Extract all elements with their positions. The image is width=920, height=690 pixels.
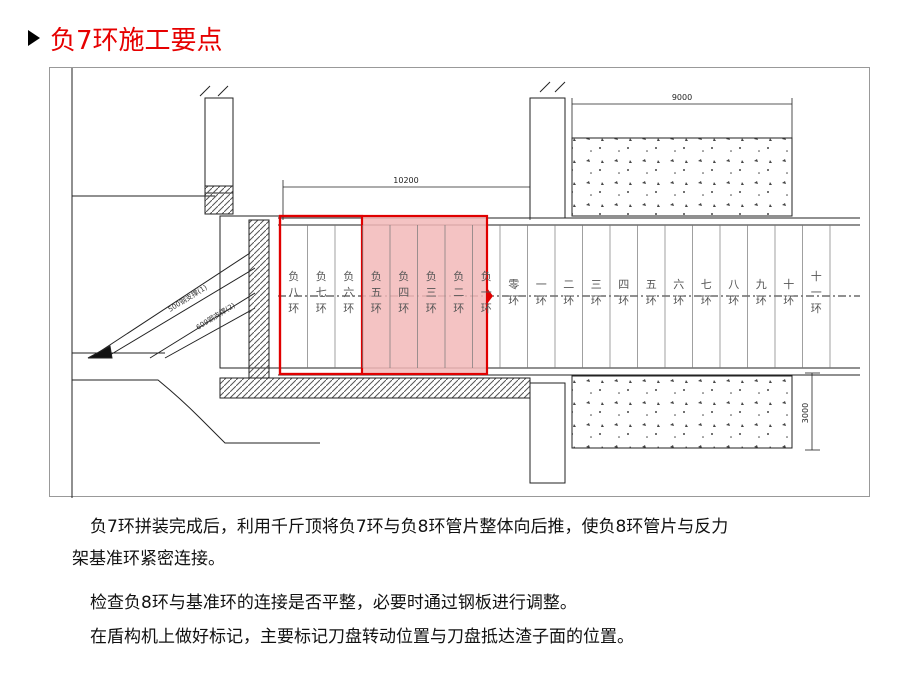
dimensions [282,98,820,451]
ring-label: 十一环 [811,269,822,315]
body-line-4: 在盾构机上做好标记，主要标记刀盘转动位置与刀盘抵达渣子面的位置。 [90,627,634,647]
ring-label: 九环 [756,278,767,307]
soil-top [571,137,793,217]
body-line-1: 负7环拼装完成后，利用千斤顶将负7环与负8环管片整体向后推，使负8环管片与反力 [90,517,729,537]
red-frame-inner [278,214,364,376]
push-arrow-icon [487,288,493,304]
ring-label: 六环 [673,278,684,307]
highlight-region [362,216,487,374]
ring-label: 负三环 [426,269,437,315]
base-slab [219,377,531,399]
page-title: 负7环施工要点 [28,18,223,58]
ring-segments: 负八环 负七环 负六环 负五环 负四环 负三环 负二环 负一环 零环一环二环三环四环五环六环七环… [288,225,831,368]
bullet-arrow-icon [28,30,40,46]
reaction-frame [87,215,281,369]
body-line-2: 架基准环紧密连接。 [72,549,225,569]
construction-diagram: 500钢支撑(1) 609钢支撑(2) 9000 10200 3000 [49,67,870,498]
ring-label: 负一环 [481,269,492,315]
title-text: 负7环施工要点 [50,25,223,56]
soil-bottom [571,375,793,449]
ring-label: 负四环 [398,269,409,315]
ring-label: 负五环 [371,269,382,315]
left-structure [71,68,566,498]
reaction-wall [248,219,270,379]
ring-label: 一环 [536,278,547,307]
dim-9000: 9000 [672,93,692,102]
body-line-3: 检查负8环与基准环的连接是否平整，必要时通过钢板进行调整。 [90,593,577,613]
ring-label: 十环 [783,277,794,307]
ring-label: 五环 [646,278,657,307]
ring-label: 四环 [618,278,629,307]
diagram-svg: 500钢支撑(1) 609钢支撑(2) 9000 10200 3000 [71,68,860,498]
ring-label: 负八环 [288,269,299,315]
dim-10200: 10200 [393,176,418,185]
ring-label: 八环 [728,278,739,307]
ring-label: 二环 [563,278,574,307]
ring-label: 负二环 [453,269,464,315]
brace-label-2: 609钢支撑(2) [194,300,237,331]
ring-label: 负七环 [316,269,327,315]
ring-label: 三环 [591,278,602,307]
ring-label: 负六环 [343,269,354,315]
ring-label: 七环 [701,278,712,307]
dim-3000: 3000 [801,403,810,423]
ring-label: 零环 [508,278,519,307]
